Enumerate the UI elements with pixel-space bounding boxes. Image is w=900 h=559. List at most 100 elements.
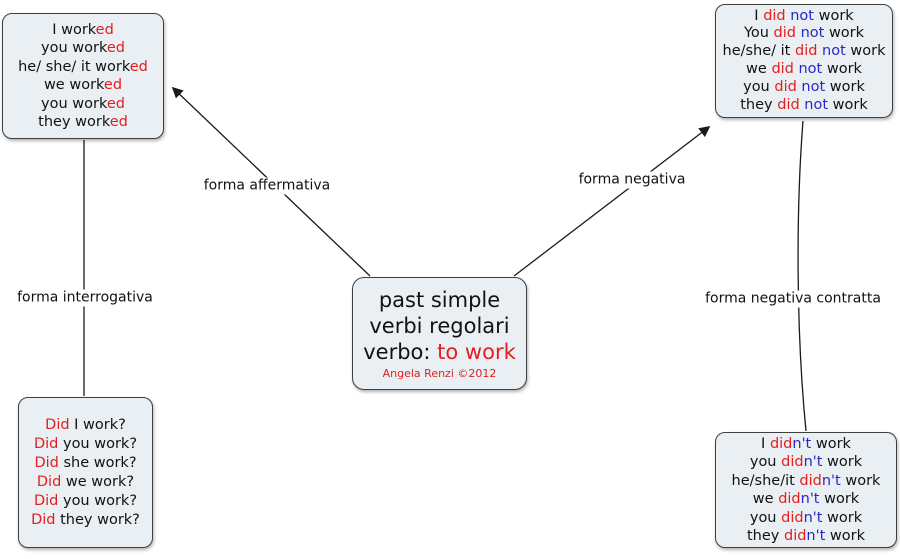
text-segment: I work?	[69, 416, 126, 433]
text-segment: not	[804, 96, 829, 113]
author-credit: Angela Renzi ©2012	[382, 367, 497, 380]
text-segment: to work	[437, 340, 516, 364]
text-segment: did	[773, 25, 796, 42]
text-segment: they	[746, 528, 784, 544]
text-line: you didn't work	[750, 509, 862, 528]
text-segment: Did	[33, 435, 59, 452]
text-segment: ed	[106, 40, 125, 56]
text-line: Did you work?	[34, 492, 137, 511]
text-segment: verbo:	[363, 340, 438, 364]
text-line: Did you work?	[34, 435, 137, 454]
text-segment: ed	[129, 58, 148, 75]
text-line: Did I work?	[45, 416, 126, 435]
text-segment: he/ she/ it work	[18, 58, 130, 75]
text-line: he/ she/ it worked	[18, 58, 148, 77]
text-segment: past simple	[378, 288, 501, 312]
text-segment: you	[743, 78, 775, 95]
text-segment: n't	[806, 528, 826, 544]
text-line: you worked	[41, 95, 125, 114]
edge-label-negative: forma negativa	[576, 171, 688, 189]
text-segment: ed	[106, 95, 125, 112]
text-segment: they work?	[55, 511, 140, 528]
text-segment: work	[845, 43, 886, 60]
text-segment: not	[798, 61, 823, 77]
text-line: you didn't work	[750, 453, 862, 472]
text-segment: we	[746, 61, 772, 77]
text-segment: did	[781, 509, 804, 526]
text-line: we didn't work	[753, 490, 859, 509]
text-segment: we work?	[61, 473, 135, 490]
text-line: You did not work	[744, 25, 864, 43]
text-segment: did	[777, 96, 800, 113]
text-segment: work	[828, 96, 868, 113]
text-segment: Did	[36, 473, 62, 490]
text-segment: verbi regolari	[369, 314, 510, 338]
text-segment: not	[822, 43, 846, 60]
text-segment: I	[754, 7, 764, 24]
text-segment: did	[781, 454, 804, 470]
text-line: we worked	[44, 76, 122, 95]
text-segment: work	[822, 454, 863, 470]
text-segment: I work	[52, 21, 96, 38]
text-segment: work	[813, 7, 854, 24]
text-line: you worked	[41, 39, 125, 58]
text-segment: n't	[803, 454, 823, 470]
text-segment: n't	[792, 435, 812, 452]
text-line: he/she/it didn't work	[732, 472, 881, 491]
text-line: I didn't work	[761, 435, 851, 454]
edge-label-interrogative: forma interrogativa	[15, 289, 155, 307]
text-segment: did	[774, 78, 797, 95]
text-segment: not	[790, 7, 814, 24]
text-line: past simple	[363, 287, 516, 313]
text-segment: ed	[95, 21, 114, 38]
text-line: they did not work	[740, 97, 868, 115]
text-segment: you	[749, 509, 782, 526]
text-segment: they	[740, 96, 778, 113]
text-line: he/she/ it did not work	[723, 43, 886, 61]
text-segment: he/she/it	[731, 472, 800, 489]
text-segment: You	[743, 25, 774, 42]
text-segment: did	[783, 528, 807, 544]
text-segment: she work?	[58, 454, 137, 471]
text-segment: they work	[38, 114, 110, 130]
text-segment: you work	[41, 95, 107, 112]
text-segment: n't	[821, 472, 841, 489]
text-segment: did	[799, 472, 822, 489]
text-line: I worked	[52, 21, 114, 40]
text-segment: work	[825, 78, 865, 95]
text-segment: did	[763, 7, 786, 24]
text-segment: ed	[109, 114, 128, 130]
connector-negative-arrow	[513, 125, 711, 277]
text-line: Did they work?	[31, 511, 140, 530]
text-segment: work	[822, 509, 863, 526]
text-line: they didn't work	[747, 527, 865, 546]
text-segment: not	[801, 78, 826, 95]
text-line: they worked	[38, 113, 128, 132]
text-segment: Did	[45, 416, 70, 433]
text-segment: you	[749, 454, 782, 470]
text-segment: did	[769, 435, 793, 452]
text-segment: you work?	[58, 435, 138, 452]
text-segment: n't	[803, 509, 823, 526]
text-segment: I	[761, 435, 770, 452]
connector-negative-contracted-line	[797, 120, 807, 432]
text-segment: did	[778, 491, 801, 507]
text-line: verbi regolari	[363, 313, 516, 339]
text-segment: did	[771, 61, 794, 77]
text-segment: he/she/ it	[722, 43, 795, 60]
text-segment: Did	[31, 511, 56, 528]
text-line: you did not work	[743, 79, 865, 97]
text-segment: not	[800, 25, 825, 42]
text-segment: you work	[41, 40, 107, 56]
text-segment: Did	[33, 492, 59, 509]
text-segment: you work?	[58, 492, 138, 509]
text-segment: work	[824, 25, 865, 42]
text-line: I did not work	[754, 8, 853, 26]
text-segment: did	[794, 43, 818, 60]
